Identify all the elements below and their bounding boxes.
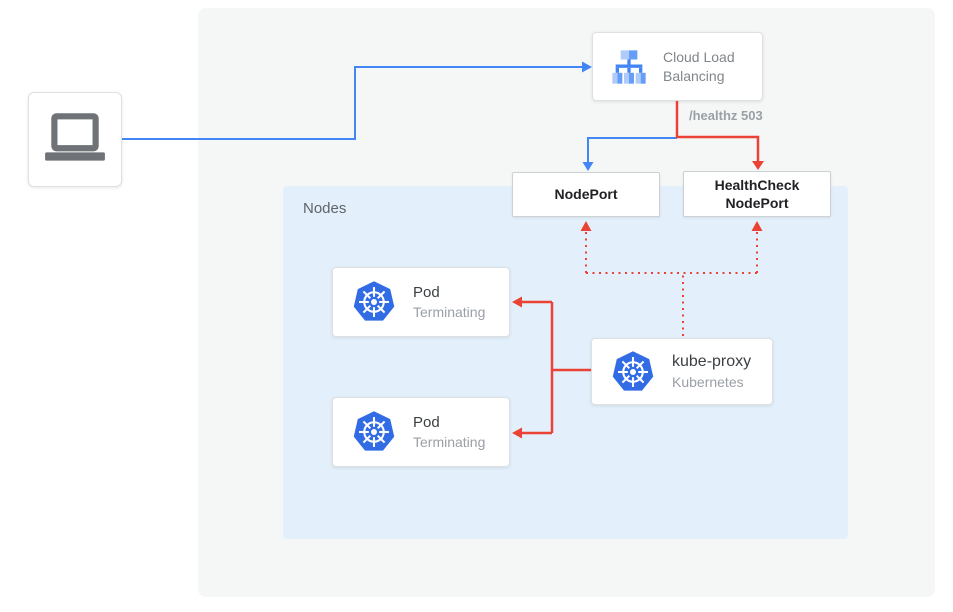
kube-proxy-subtitle: Kubernetes bbox=[672, 374, 744, 390]
pod-title: Pod bbox=[413, 414, 440, 431]
pod-title: Pod bbox=[413, 284, 440, 301]
kube-proxy-title: kube-proxy bbox=[672, 353, 752, 370]
kubernetes-icon bbox=[610, 349, 656, 395]
pod-status: Terminating bbox=[413, 304, 486, 320]
kube-proxy-box: kube-proxy Kubernetes bbox=[591, 338, 773, 405]
kubernetes-icon bbox=[351, 279, 397, 325]
client-box bbox=[28, 92, 122, 187]
healthz-503-label: /healthz 503 bbox=[689, 108, 763, 123]
nodes-panel-label: Nodes bbox=[303, 200, 347, 217]
healthcheck-nodeport-box: HealthCheck NodePort bbox=[683, 171, 831, 217]
pod-status: Terminating bbox=[413, 434, 486, 450]
kubernetes-icon bbox=[351, 409, 397, 455]
cloud-load-balancing-box: Cloud Load Balancing bbox=[592, 32, 763, 101]
pod-box-1: Pod Terminating bbox=[332, 267, 510, 337]
pod-box-2: Pod Terminating bbox=[332, 397, 510, 467]
nodeport-box: NodePort bbox=[512, 172, 660, 217]
laptop-icon bbox=[42, 112, 108, 168]
cloud-load-balancing-label: Cloud Load Balancing bbox=[663, 48, 735, 84]
cloud-load-balancing-icon bbox=[609, 48, 649, 86]
